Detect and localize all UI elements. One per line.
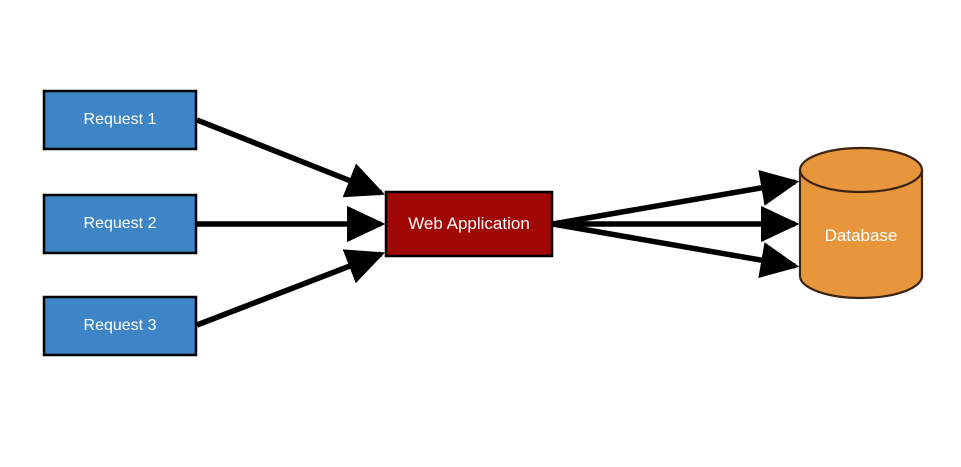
edge-request1-to-app xyxy=(195,117,386,198)
edge-app-to-db-bottom xyxy=(552,221,800,279)
node-request-3[interactable] xyxy=(42,295,198,357)
node-request-2[interactable] xyxy=(42,193,198,255)
node-database[interactable] xyxy=(798,146,924,300)
node-request-1[interactable] xyxy=(42,89,198,151)
cylinder-body xyxy=(798,168,924,300)
edge-app-to-db-top xyxy=(552,169,800,227)
edge-request3-to-app xyxy=(196,249,386,328)
cylinder-top xyxy=(798,146,924,194)
node-web-application[interactable] xyxy=(384,190,554,258)
